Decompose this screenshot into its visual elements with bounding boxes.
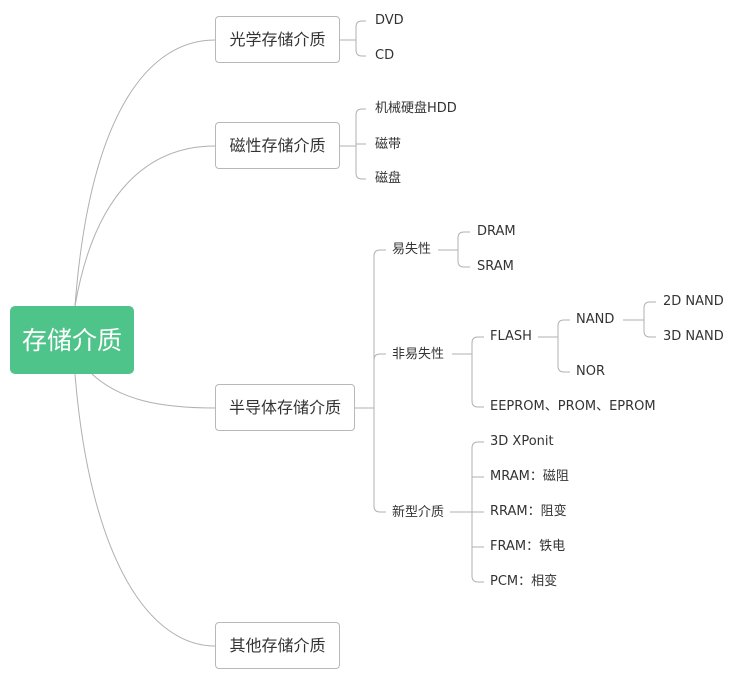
leaf-cd[interactable]: CD bbox=[375, 48, 395, 63]
leaf-dram[interactable]: DRAM bbox=[477, 224, 516, 239]
category-magnetic[interactable]: 磁性存储介质 bbox=[215, 122, 340, 169]
connector-newtype-items bbox=[450, 441, 484, 583]
connector-root-semiconductor bbox=[91, 373, 216, 409]
category-other[interactable]: 其他存储介质 bbox=[215, 622, 340, 669]
branch-volatile[interactable]: 易失性 bbox=[392, 242, 432, 257]
category-semiconductor[interactable]: 半导体存储介质 bbox=[215, 384, 355, 431]
leaf-flash[interactable]: FLASH bbox=[490, 329, 532, 344]
category-optical[interactable]: 光学存储介质 bbox=[215, 16, 340, 63]
leaf-rram[interactable]: RRAM：阻变 bbox=[490, 504, 567, 519]
connector-nand-items bbox=[623, 301, 656, 338]
connector-root-optical bbox=[74, 39, 216, 307]
leaf-3d-xpoint[interactable]: 3D XPonit bbox=[490, 434, 554, 449]
connector-optical-items bbox=[340, 20, 366, 57]
leaf-eeprom[interactable]: EEPROM、PROM、EPROM bbox=[490, 399, 656, 414]
leaf-3d-nand[interactable]: 3D NAND bbox=[663, 329, 724, 344]
leaf-pcm[interactable]: PCM：相变 bbox=[490, 574, 558, 589]
connector-nonvolatile-items bbox=[452, 336, 484, 408]
leaf-sram[interactable]: SRAM bbox=[477, 259, 514, 274]
leaf-2d-nand[interactable]: 2D NAND bbox=[663, 294, 724, 309]
connector-flash-items bbox=[538, 319, 570, 373]
connector-magnetic-items bbox=[340, 108, 366, 180]
leaf-nand[interactable]: NAND bbox=[576, 312, 615, 327]
leaf-fram[interactable]: FRAM：铁电 bbox=[490, 539, 566, 554]
branch-nonvolatile[interactable]: 非易失性 bbox=[392, 347, 445, 362]
leaf-nor[interactable]: NOR bbox=[576, 364, 605, 379]
root-node[interactable]: 存储介质 bbox=[10, 306, 134, 374]
leaf-mram[interactable]: MRAM：磁阻 bbox=[490, 469, 569, 484]
leaf-disk[interactable]: 磁盘 bbox=[375, 171, 402, 186]
connector-root-magnetic bbox=[74, 145, 216, 307]
branch-new-type[interactable]: 新型介质 bbox=[392, 505, 445, 520]
connector-volatile-items bbox=[438, 231, 470, 268]
leaf-dvd[interactable]: DVD bbox=[375, 13, 404, 28]
connector-semiconductor-trunk bbox=[355, 249, 386, 513]
connector-root-other bbox=[74, 373, 216, 647]
leaf-tape[interactable]: 磁带 bbox=[375, 137, 402, 152]
leaf-hdd[interactable]: 机械硬盘HDD bbox=[375, 101, 457, 116]
